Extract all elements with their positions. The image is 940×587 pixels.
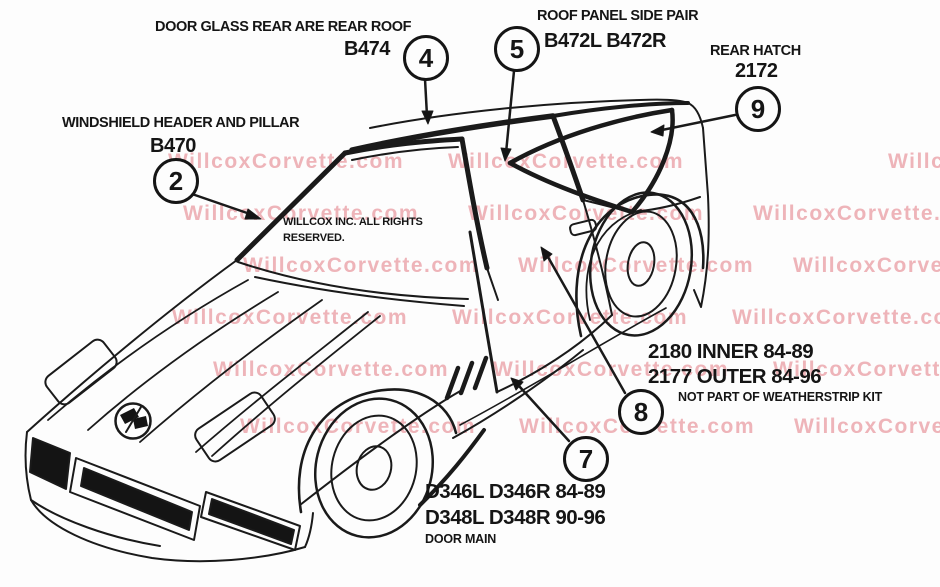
fender-crease	[299, 389, 463, 506]
leader-lines	[190, 69, 737, 443]
front-wheel	[313, 397, 486, 539]
callout-2-badge: 2	[153, 158, 199, 204]
copyright-line2: RESERVED.	[283, 232, 345, 244]
rear-hatch-caption: REAR HATCH	[710, 43, 801, 59]
roof-panel-part: B472L B472R	[544, 30, 666, 52]
copyright-line1: WILLCOX INC. ALL RIGHTS	[283, 216, 423, 228]
roof-panel-caption: ROOF PANEL SIDE PAIR	[537, 8, 699, 24]
callout-7-badge: 7	[563, 436, 609, 482]
windshield-caption: WINDSHIELD HEADER AND PILLAR	[62, 115, 300, 131]
callout-4-badge: 4	[403, 35, 449, 81]
hood-lines	[47, 279, 381, 457]
door-glass-run-part1: 2180 INNER 84-89	[648, 340, 814, 363]
corvette-emblem	[114, 402, 152, 440]
rear-wheel	[585, 191, 694, 337]
windshield-part: B470	[150, 135, 196, 157]
callout-8-badge: 8	[618, 389, 664, 435]
door-glass-rear-caption: DOOR GLASS REAR ARE REAR ROOF	[155, 19, 412, 35]
fender-gills	[444, 355, 489, 401]
door-glass-rear-part: B474	[344, 38, 390, 60]
door-glass-run-part2: 2177 OUTER 84-96	[648, 365, 822, 388]
door-main-caption: DOOR MAIN	[425, 532, 497, 546]
door-main-part1: D346L D346R 84-89	[425, 480, 606, 503]
door	[459, 199, 667, 426]
callout-5-badge: 5	[494, 26, 540, 72]
door-main-part2: D348L D348R 90-96	[425, 506, 606, 529]
door-handle	[569, 218, 598, 237]
callout-9-badge: 9	[735, 86, 781, 132]
bumper-openings	[29, 437, 301, 551]
copyright-notice: WILLCOX INC. ALL RIGHTS RESERVED.	[283, 214, 423, 246]
headlight-doors	[44, 338, 276, 463]
door-glass-run-note: NOT PART OF WEATHERSTRIP KIT	[678, 390, 883, 404]
rear-hatch-part: 2172	[735, 60, 778, 82]
roof-panel-rail	[349, 113, 586, 203]
